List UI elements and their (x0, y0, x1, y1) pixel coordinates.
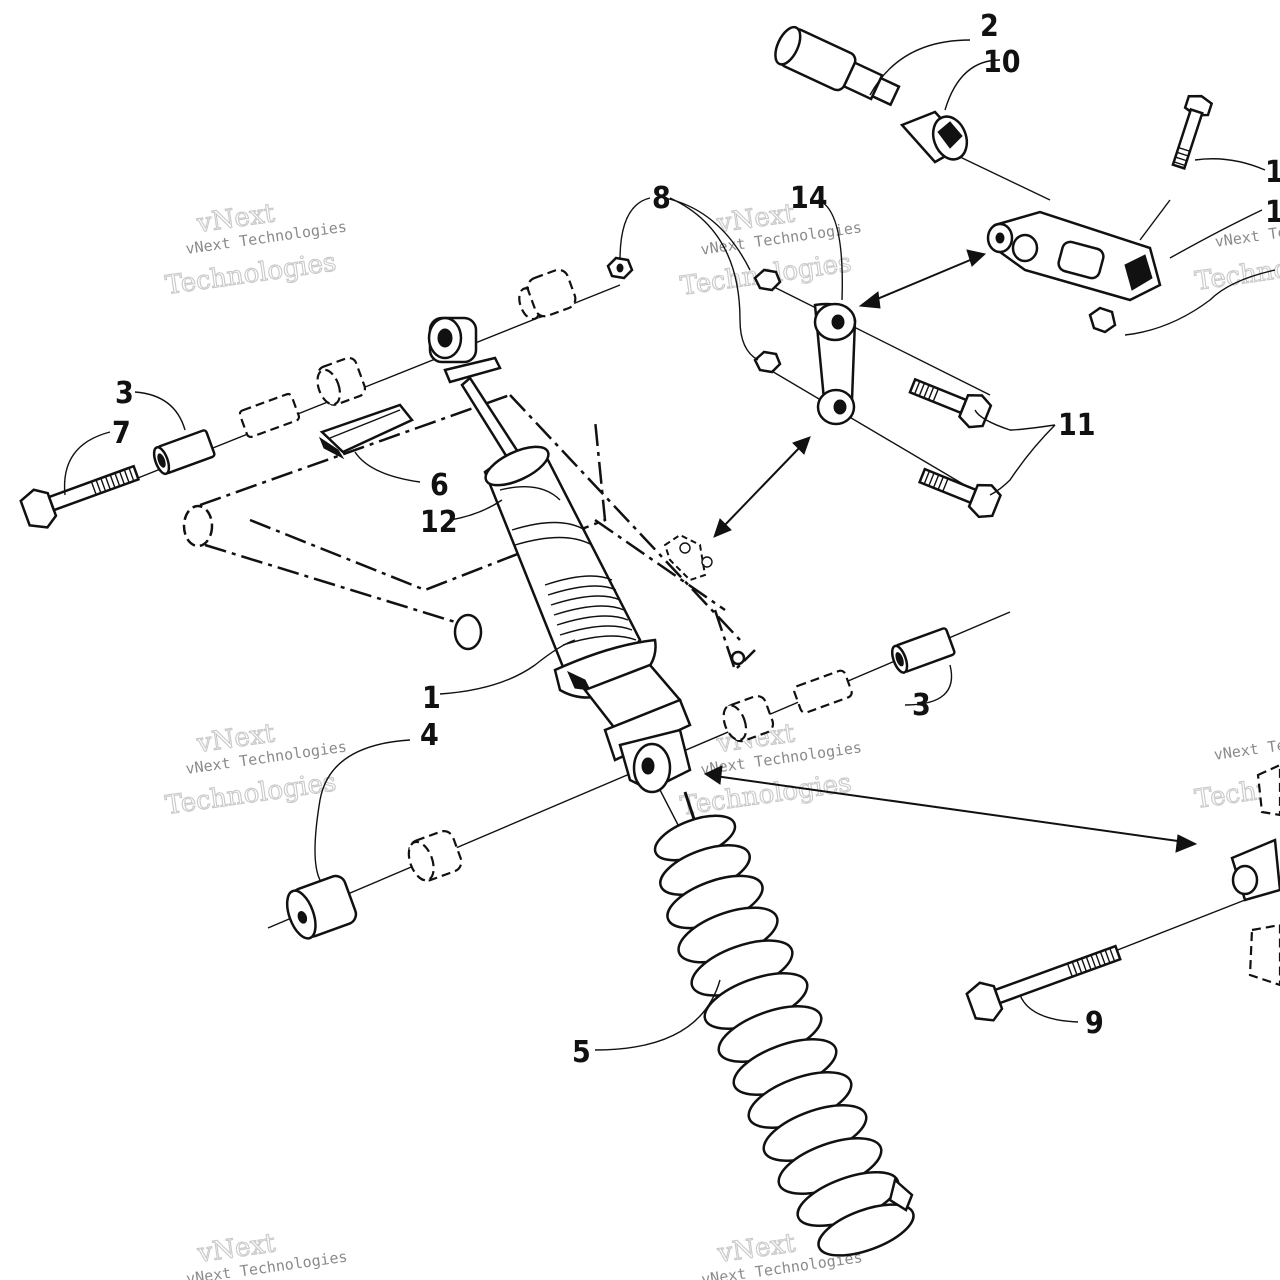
callout-11: 11 (1058, 408, 1096, 443)
callout-1-right-a: 1 (1265, 155, 1280, 190)
handle-2 (774, 25, 901, 107)
shock-top-eye (427, 316, 502, 384)
shock-bottom-eye (618, 728, 692, 794)
callout-12: 12 (420, 505, 458, 540)
callout-3-lower: 3 (912, 688, 931, 723)
callout-7: 7 (112, 416, 131, 451)
shock-absorber (427, 316, 692, 794)
linkage-assembly (753, 25, 1214, 519)
bushing-dashed-upper (316, 356, 367, 406)
assembly-arrows (703, 249, 1198, 853)
a-arm-phantom (182, 393, 756, 673)
assembly-axis-lines (137, 144, 1246, 1236)
spacer-4 (285, 874, 358, 940)
leader-lines (63, 39, 1276, 1051)
bolt-upper-right (1171, 94, 1214, 170)
callout-6: 6 (430, 468, 449, 503)
shock-collar (553, 638, 692, 762)
bushing-dashed-upper-far (526, 268, 577, 318)
callout-5: 5 (572, 1035, 591, 1070)
bushing-dashed-lower-mid (722, 694, 775, 743)
bushing-dashed-lower-left (407, 830, 463, 882)
watermark-line: vNext Technologies (1213, 723, 1280, 763)
sleeve-dashed-lower (793, 669, 853, 714)
lower-bracket-right (1230, 763, 1280, 987)
bumper-6 (318, 403, 414, 460)
square-sleeve-10 (899, 110, 969, 164)
sleeve-3-lower (890, 627, 956, 674)
lower-mount-hardware (285, 627, 1280, 1022)
shock-body (483, 445, 642, 674)
nut-8-lower (753, 350, 782, 374)
callout-1: 1 (422, 681, 441, 716)
callout-14: 14 (790, 181, 828, 216)
callout-8: 8 (652, 181, 671, 216)
callout-1-right-b: 1 (1265, 195, 1280, 230)
callout-labels: 2 10 1 1 8 14 11 3 7 6 12 1 4 3 5 9 (112, 9, 1280, 1070)
nut-8-left (606, 256, 634, 280)
callout-3-upper: 3 (115, 376, 134, 411)
bolt-11-upper (908, 377, 993, 429)
dogbone-link-14 (813, 302, 857, 426)
nut-8-upper (753, 268, 782, 292)
watermark-word: Technologies (1193, 243, 1280, 297)
callout-4: 4 (420, 718, 439, 753)
coil-spring-5 (653, 791, 915, 1257)
callout-10: 10 (983, 45, 1021, 80)
watermarks: vNext vNext Technologies Technologies vN… (163, 198, 1280, 1280)
callout-2: 2 (980, 9, 999, 44)
upper-mount-hardware (19, 256, 634, 529)
bolt-11-lower (917, 467, 1002, 519)
sleeve-dashed-upper (238, 392, 301, 439)
sleeve-3-upper (152, 429, 216, 476)
bolt-7 (19, 464, 141, 529)
callout-9: 9 (1085, 1006, 1104, 1041)
pivot-arm (986, 210, 1162, 334)
bolt-9 (965, 944, 1122, 1022)
